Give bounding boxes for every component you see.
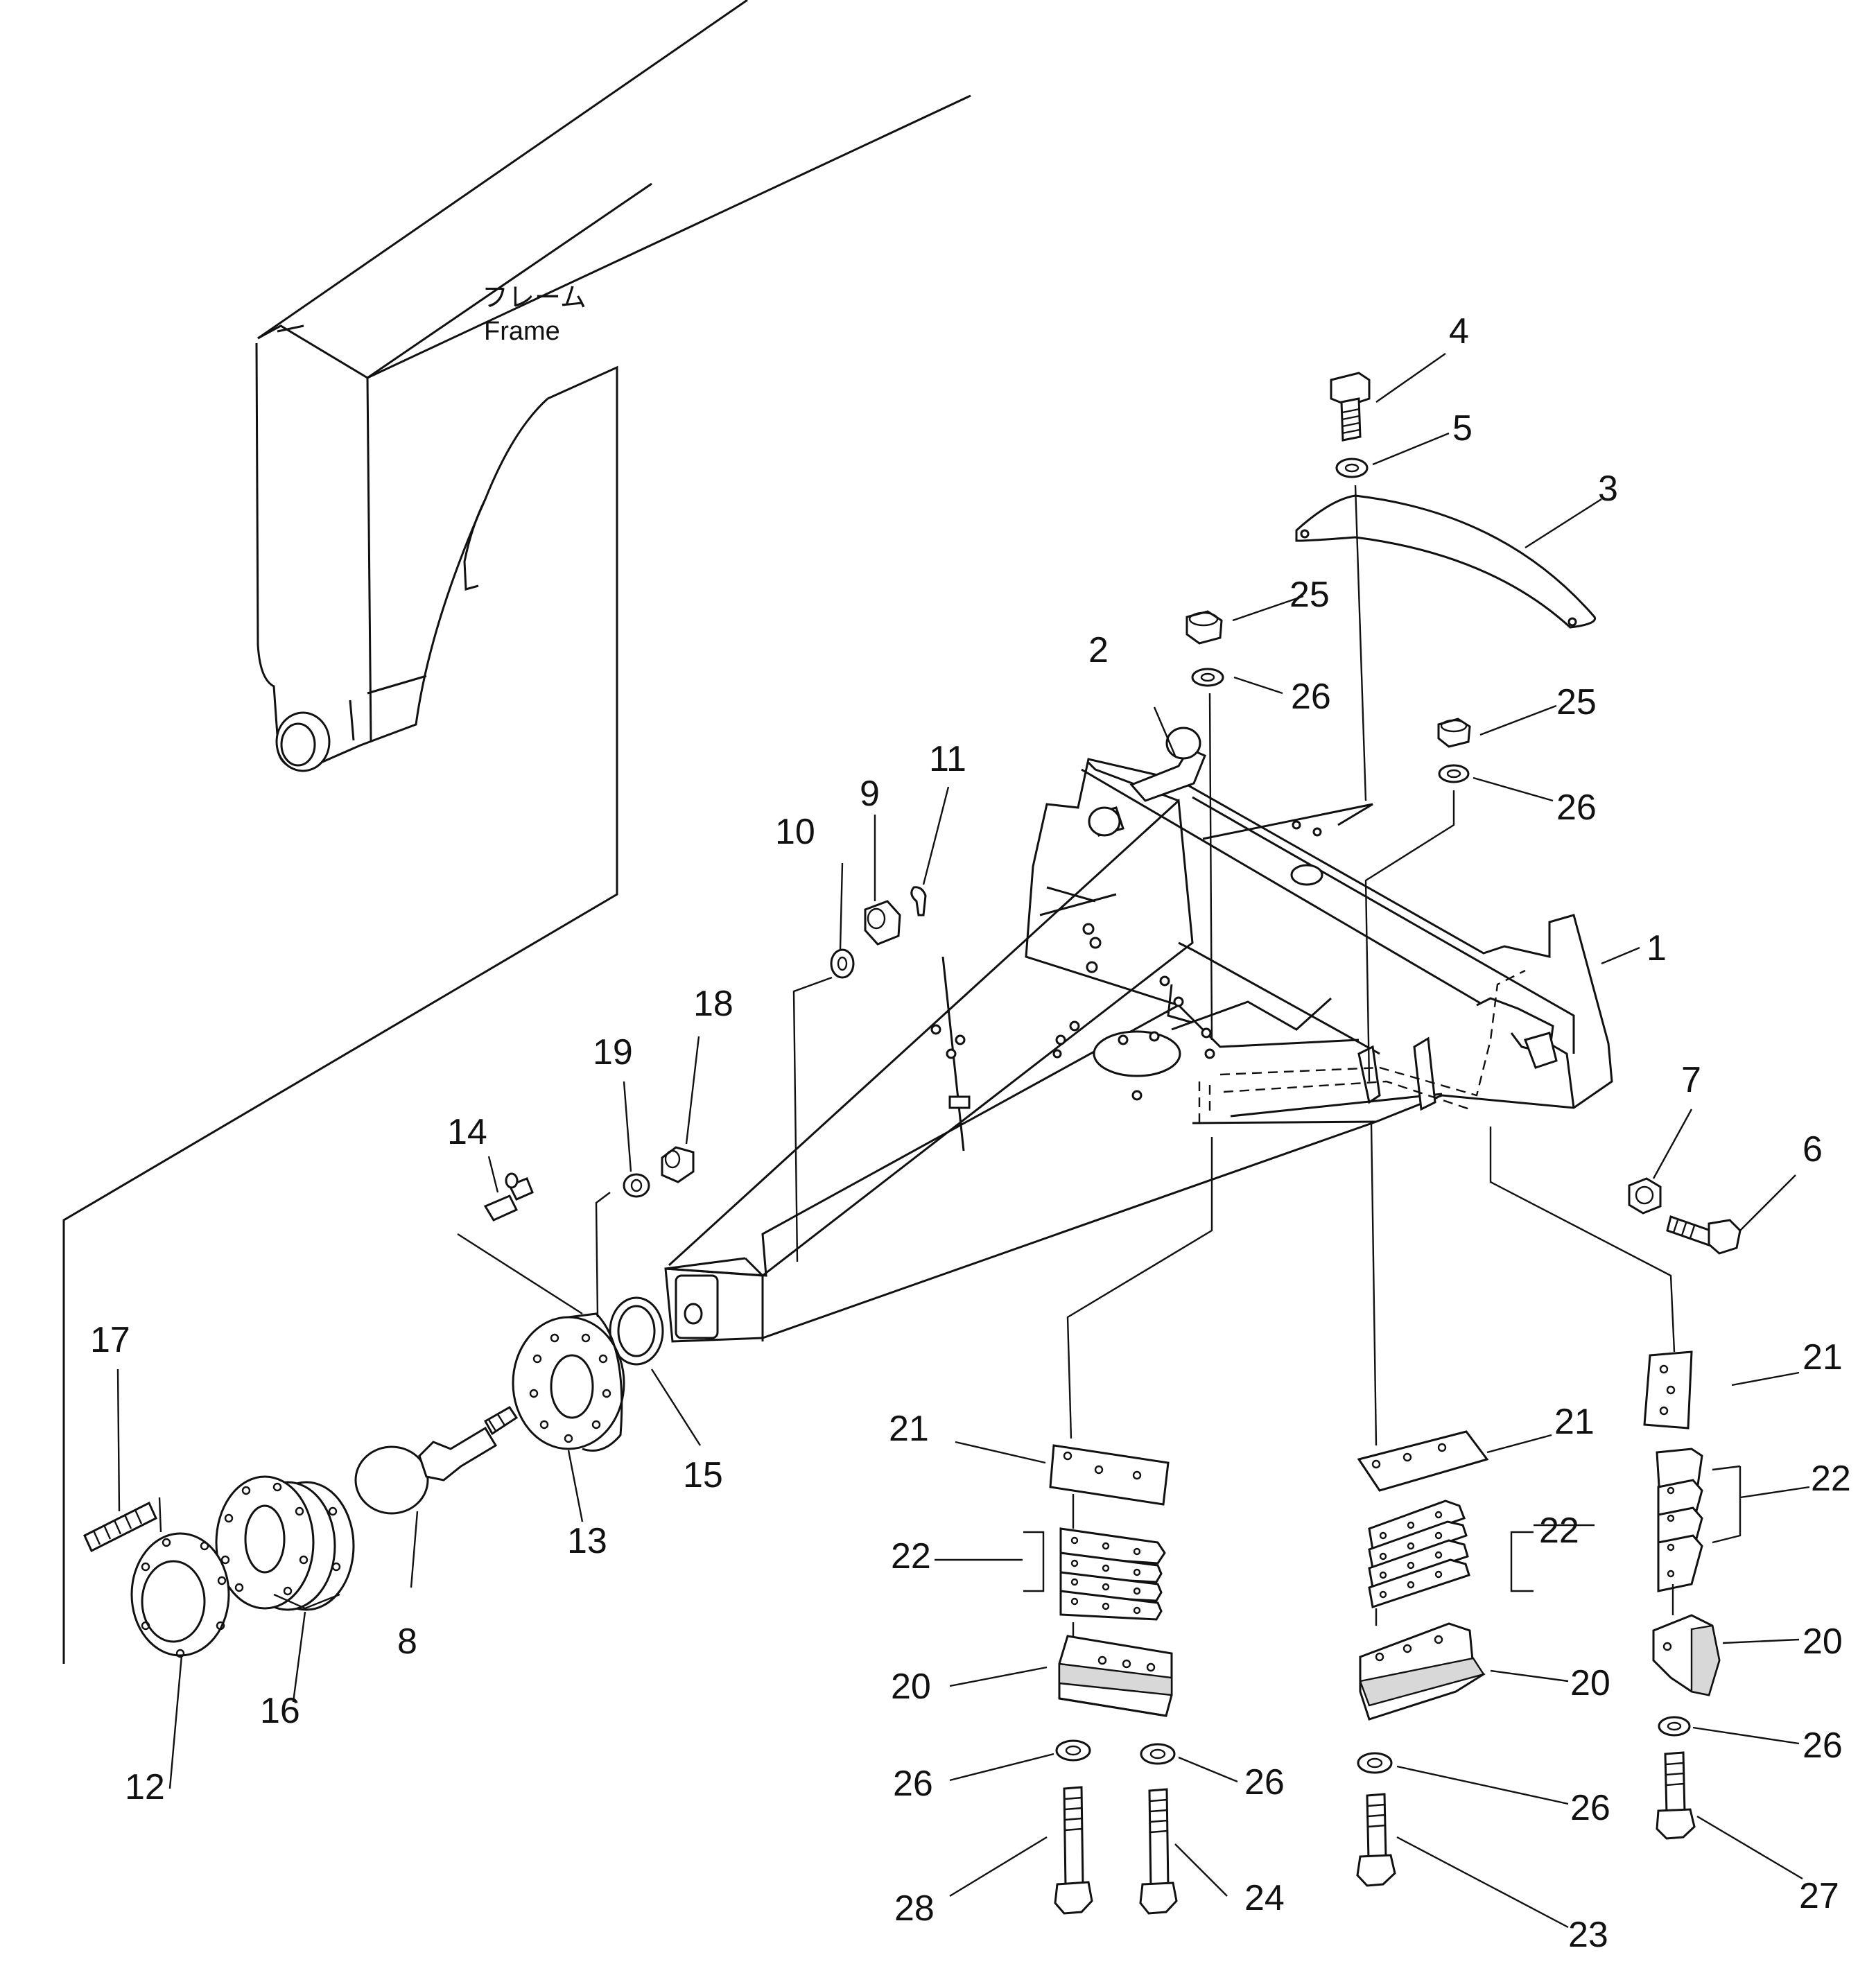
- part-26-washer-lower-4: [1658, 1716, 1691, 1737]
- part-27-bolt: [1656, 1751, 1696, 1840]
- part-15-seal-ring: [609, 1296, 664, 1366]
- assembly-center-lines: [158, 485, 1676, 1636]
- part-10-washer: [830, 948, 855, 979]
- callout-26-upper-right: 26: [1556, 788, 1597, 828]
- part-21-plate-middle: [1357, 1430, 1489, 1492]
- callout-17: 17: [90, 1320, 130, 1360]
- part-28-bolt: [1054, 1786, 1093, 1915]
- callout-27: 27: [1799, 1876, 1839, 1916]
- callout-22-right: 22: [1811, 1459, 1851, 1499]
- callout-20-right: 20: [1803, 1622, 1843, 1662]
- leader-lines: [116, 353, 1810, 1929]
- part-6-bolt: [1666, 1215, 1742, 1255]
- callout-numbers: 1 2 3 4 5 6 7 8 9 10 11 12 13 14 15 16 1…: [90, 311, 1851, 1955]
- part-22-shims-left: [1059, 1527, 1166, 1621]
- callout-10: 10: [775, 812, 815, 852]
- callout-14: 14: [447, 1112, 487, 1152]
- callout-22-left: 22: [891, 1536, 931, 1576]
- part-4-bolt: [1330, 372, 1371, 442]
- callout-3: 3: [1598, 469, 1618, 509]
- callout-26-lower-3: 26: [1570, 1788, 1610, 1828]
- part-25-nut-upper-right: [1437, 718, 1471, 748]
- callout-1: 1: [1647, 928, 1667, 968]
- a-frame-main-body: [664, 758, 1613, 1343]
- callout-21-right: 21: [1803, 1337, 1843, 1378]
- callout-28: 28: [894, 1888, 935, 1929]
- part-14-grease-fitting: [483, 1172, 534, 1222]
- callout-5: 5: [1452, 408, 1473, 449]
- callout-13: 13: [567, 1521, 607, 1561]
- part-26-washer-upper-left: [1191, 668, 1224, 687]
- callout-2: 2: [1088, 630, 1109, 670]
- callout-22-middle: 22: [1539, 1511, 1579, 1551]
- part-17-stud: [83, 1501, 157, 1553]
- part-19-washer: [623, 1173, 650, 1198]
- callout-11: 11: [929, 739, 966, 779]
- callout-26-lower-2: 26: [1244, 1762, 1285, 1802]
- part-7-nut: [1628, 1177, 1662, 1215]
- part-25-nut-upper-left: [1185, 610, 1223, 645]
- part-20-pad-middle: [1359, 1622, 1486, 1721]
- machine-frame: フレーム Frame: [62, 0, 971, 1664]
- part-20-pad-right: [1652, 1614, 1721, 1696]
- callout-25-lower: 25: [1556, 682, 1597, 722]
- part-21-plate-left: [1049, 1444, 1170, 1506]
- part-18-nut: [661, 1146, 695, 1183]
- part-26-washer-lower-2: [1140, 1743, 1176, 1765]
- callout-26-upper-left: 26: [1291, 677, 1331, 717]
- callout-20-left: 20: [891, 1667, 931, 1707]
- callout-6: 6: [1803, 1129, 1823, 1170]
- part-20-pad-left: [1058, 1635, 1173, 1717]
- callout-21-middle: 21: [1554, 1402, 1595, 1442]
- callout-9: 9: [860, 774, 880, 814]
- callout-20-middle: 20: [1570, 1663, 1610, 1703]
- part-16-shims: [215, 1475, 355, 1611]
- callout-8: 8: [397, 1622, 417, 1662]
- part-26-washer-lower-1: [1055, 1739, 1091, 1762]
- part-11-cotter-pin: [910, 886, 927, 916]
- frame-label-japanese: フレーム: [482, 284, 587, 313]
- frame-label-english: Frame: [484, 317, 560, 346]
- part-12-cap: [130, 1532, 230, 1658]
- callout-21-left: 21: [889, 1409, 929, 1449]
- part-8-ball-stud: [354, 1406, 519, 1515]
- part-23-bolt: [1356, 1793, 1396, 1887]
- callout-25-upper: 25: [1289, 575, 1330, 615]
- callout-19: 19: [593, 1032, 633, 1072]
- callout-4: 4: [1449, 311, 1469, 351]
- callout-24: 24: [1244, 1878, 1285, 1918]
- part-3-curved-plate: [1295, 494, 1597, 629]
- part-21-plate-right: [1643, 1350, 1693, 1429]
- callout-16: 16: [260, 1691, 300, 1731]
- callout-26-lower-1: 26: [893, 1764, 933, 1804]
- part-9-castle-nut: [864, 900, 901, 946]
- callout-23: 23: [1568, 1915, 1608, 1955]
- part-2-pin: [1088, 706, 1206, 837]
- callout-18: 18: [693, 984, 733, 1024]
- callout-12: 12: [125, 1767, 165, 1807]
- part-13-flange: [512, 1312, 625, 1452]
- callout-15: 15: [683, 1455, 723, 1495]
- part-22-shims-middle: [1368, 1500, 1470, 1608]
- callout-26-lower-4: 26: [1803, 1726, 1843, 1766]
- callout-7: 7: [1681, 1060, 1701, 1100]
- part-24-bolt: [1139, 1788, 1178, 1915]
- part-26-washer-lower-3: [1357, 1752, 1393, 1774]
- part-26-washer-upper-right: [1438, 764, 1470, 783]
- part-5-washer: [1335, 458, 1369, 478]
- part-22-shims-right: [1656, 1448, 1703, 1592]
